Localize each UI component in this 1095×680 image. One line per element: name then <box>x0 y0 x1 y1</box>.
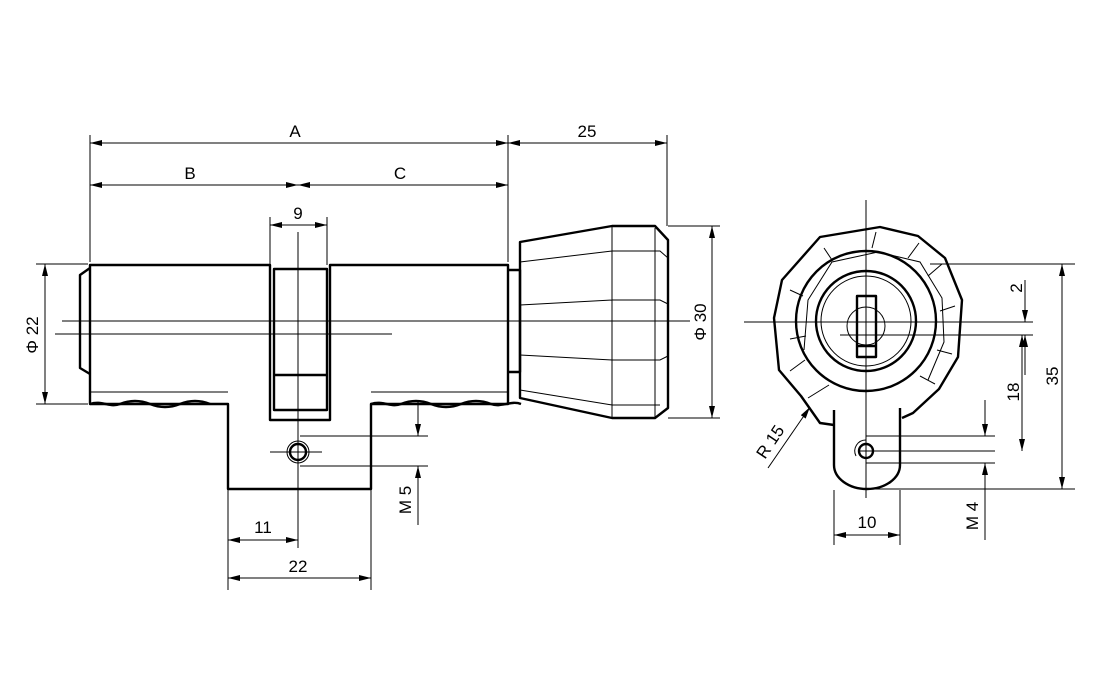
dim-m5-label: M 5 <box>396 486 415 514</box>
dim-phi22-label: Φ 22 <box>23 316 42 353</box>
dim-a-label: A <box>289 122 301 141</box>
cam-tail <box>832 408 902 491</box>
dim-10-label: 10 <box>858 513 877 532</box>
dim-11-label: 11 <box>254 518 272 537</box>
front-view: 2 18 35 R 15 M 4 10 <box>744 200 1075 545</box>
dim-r15-label: R 15 <box>753 422 789 462</box>
dim-9-label: 9 <box>293 204 302 223</box>
dim-18-label: 18 <box>1004 383 1023 402</box>
dim-c-label: C <box>394 164 406 183</box>
side-view: A 25 B C 9 Φ 22 Φ 30 M 5 11 22 <box>23 122 720 590</box>
dimensions-side: A 25 B C 9 Φ 22 Φ 30 M 5 11 22 <box>23 122 720 590</box>
dim-m4-label: M 4 <box>963 502 982 530</box>
dim-phi30-label: Φ 30 <box>691 303 710 340</box>
dim-b-label: B <box>184 164 195 183</box>
dim-22-label: 22 <box>289 557 308 576</box>
centerlines <box>55 232 690 500</box>
dim-35-label: 35 <box>1043 367 1062 386</box>
dim-2-label: 2 <box>1007 283 1026 292</box>
dim-25-label: 25 <box>578 122 597 141</box>
knob-outline <box>772 225 964 427</box>
thumb-turn-knob <box>518 224 670 420</box>
centerlines-front <box>744 200 1033 498</box>
cylinder-body <box>78 263 522 491</box>
